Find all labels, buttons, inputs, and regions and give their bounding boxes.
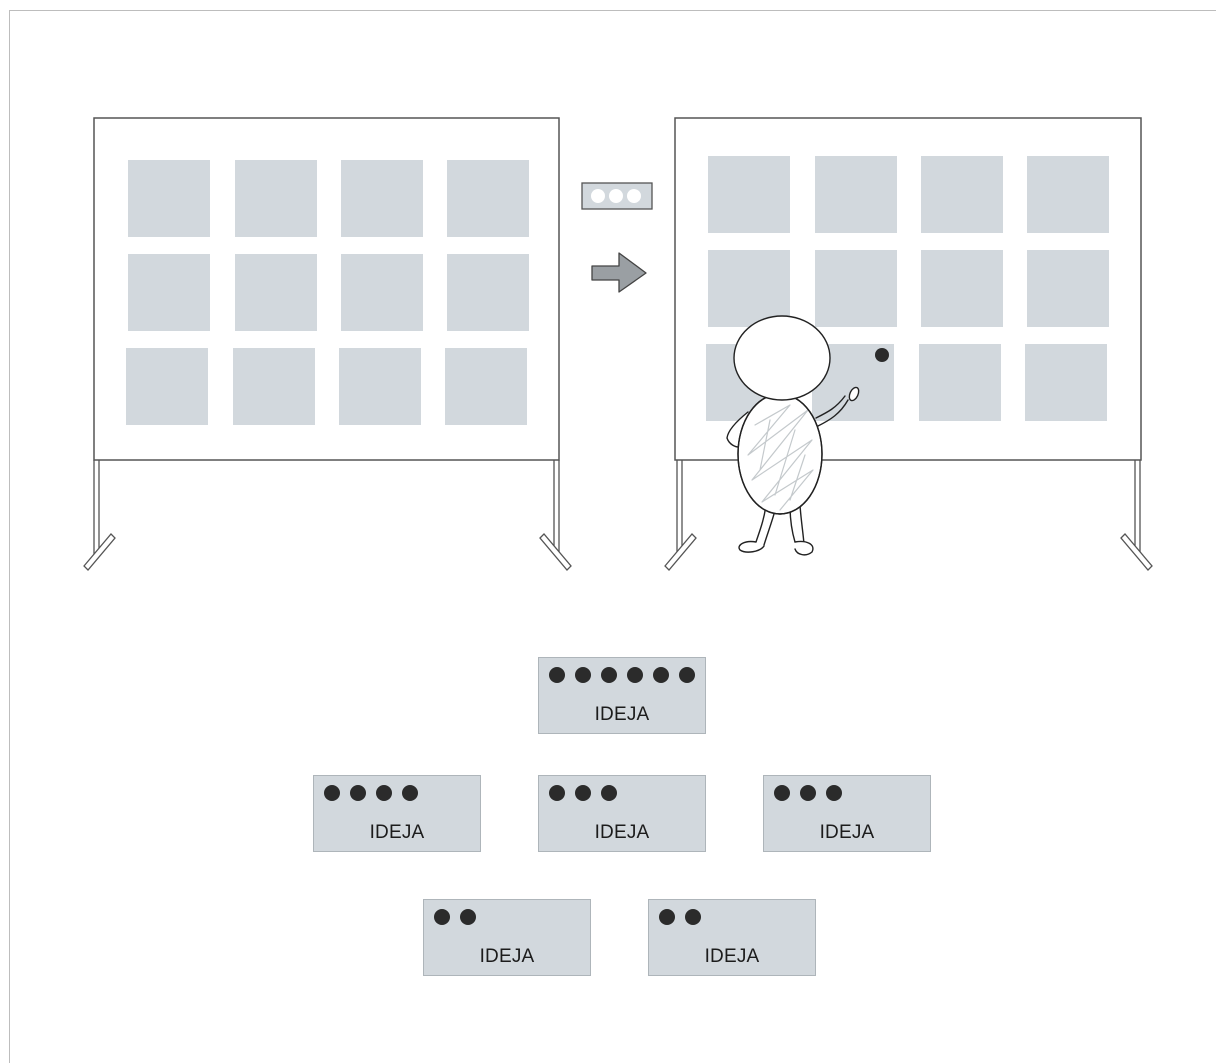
image-frame — [9, 10, 1216, 1063]
idea-card-rank-1: IDEJA — [538, 657, 706, 734]
idea-card-rank-3: IDEJA — [538, 775, 706, 852]
vote-dot — [659, 909, 675, 925]
vote-dots — [774, 785, 842, 801]
sticky-note — [126, 348, 208, 425]
left-board-stand — [83, 460, 572, 571]
right-board-stand — [664, 460, 1153, 571]
sticky-note — [447, 160, 529, 237]
sticky-note — [235, 160, 317, 237]
idea-card-rank-6: IDEJA — [648, 899, 816, 976]
right-board — [664, 117, 1153, 571]
sticky-note — [815, 250, 897, 327]
sticky-note — [921, 156, 1003, 233]
right-board-notes — [706, 156, 1109, 421]
idea-label: IDEJA — [704, 946, 760, 967]
sticky-note — [447, 254, 529, 331]
vote-dot — [601, 785, 617, 801]
vote-dot — [434, 909, 450, 925]
vote-dot — [460, 909, 476, 925]
sticky-note — [128, 160, 210, 237]
sticky-note — [445, 348, 527, 425]
vote-dot — [685, 909, 701, 925]
vote-dots — [659, 909, 701, 925]
sticky-note — [1025, 344, 1107, 421]
sticky-note — [708, 250, 790, 327]
vote-dot — [679, 667, 695, 683]
sticky-note — [339, 348, 421, 425]
idea-card-rank-5: IDEJA — [423, 899, 591, 976]
idea-label: IDEJA — [594, 704, 650, 725]
idea-card-rank-4: IDEJA — [763, 775, 931, 852]
vote-dots — [549, 667, 695, 683]
dot-sticker-strip-icon — [581, 182, 653, 210]
sticky-note — [815, 156, 897, 233]
vote-dot — [653, 667, 669, 683]
idea-card-rank-2: IDEJA — [313, 775, 481, 852]
vote-dot — [575, 785, 591, 801]
sticky-note — [235, 254, 317, 331]
vote-dot — [826, 785, 842, 801]
vote-dot — [549, 785, 565, 801]
sticky-note — [708, 156, 790, 233]
vote-dots — [434, 909, 476, 925]
idea-label: IDEJA — [479, 946, 535, 967]
vote-dot — [376, 785, 392, 801]
vote-dot — [324, 785, 340, 801]
vote-dot — [549, 667, 565, 683]
vote-dots — [324, 785, 418, 801]
sticky-note — [341, 160, 423, 237]
vote-dots — [549, 785, 617, 801]
vote-dot — [575, 667, 591, 683]
idea-label: IDEJA — [819, 822, 875, 843]
sticky-note — [233, 348, 315, 425]
person-with-marker-icon — [726, 315, 860, 556]
vote-dot — [627, 667, 643, 683]
sticky-note — [921, 250, 1003, 327]
vote-dot — [800, 785, 816, 801]
idea-label: IDEJA — [594, 822, 650, 843]
sticky-note — [341, 254, 423, 331]
vote-dot — [875, 348, 889, 362]
sticky-note — [919, 344, 1001, 421]
left-board — [83, 117, 572, 571]
vote-dot — [402, 785, 418, 801]
sticky-note — [1027, 156, 1109, 233]
sticky-note — [128, 254, 210, 331]
sticky-note — [1027, 250, 1109, 327]
idea-label: IDEJA — [369, 822, 425, 843]
vote-dot — [601, 667, 617, 683]
vote-dot — [350, 785, 366, 801]
vote-dot — [774, 785, 790, 801]
right-arrow-icon — [591, 252, 647, 293]
left-board-notes — [126, 160, 529, 425]
